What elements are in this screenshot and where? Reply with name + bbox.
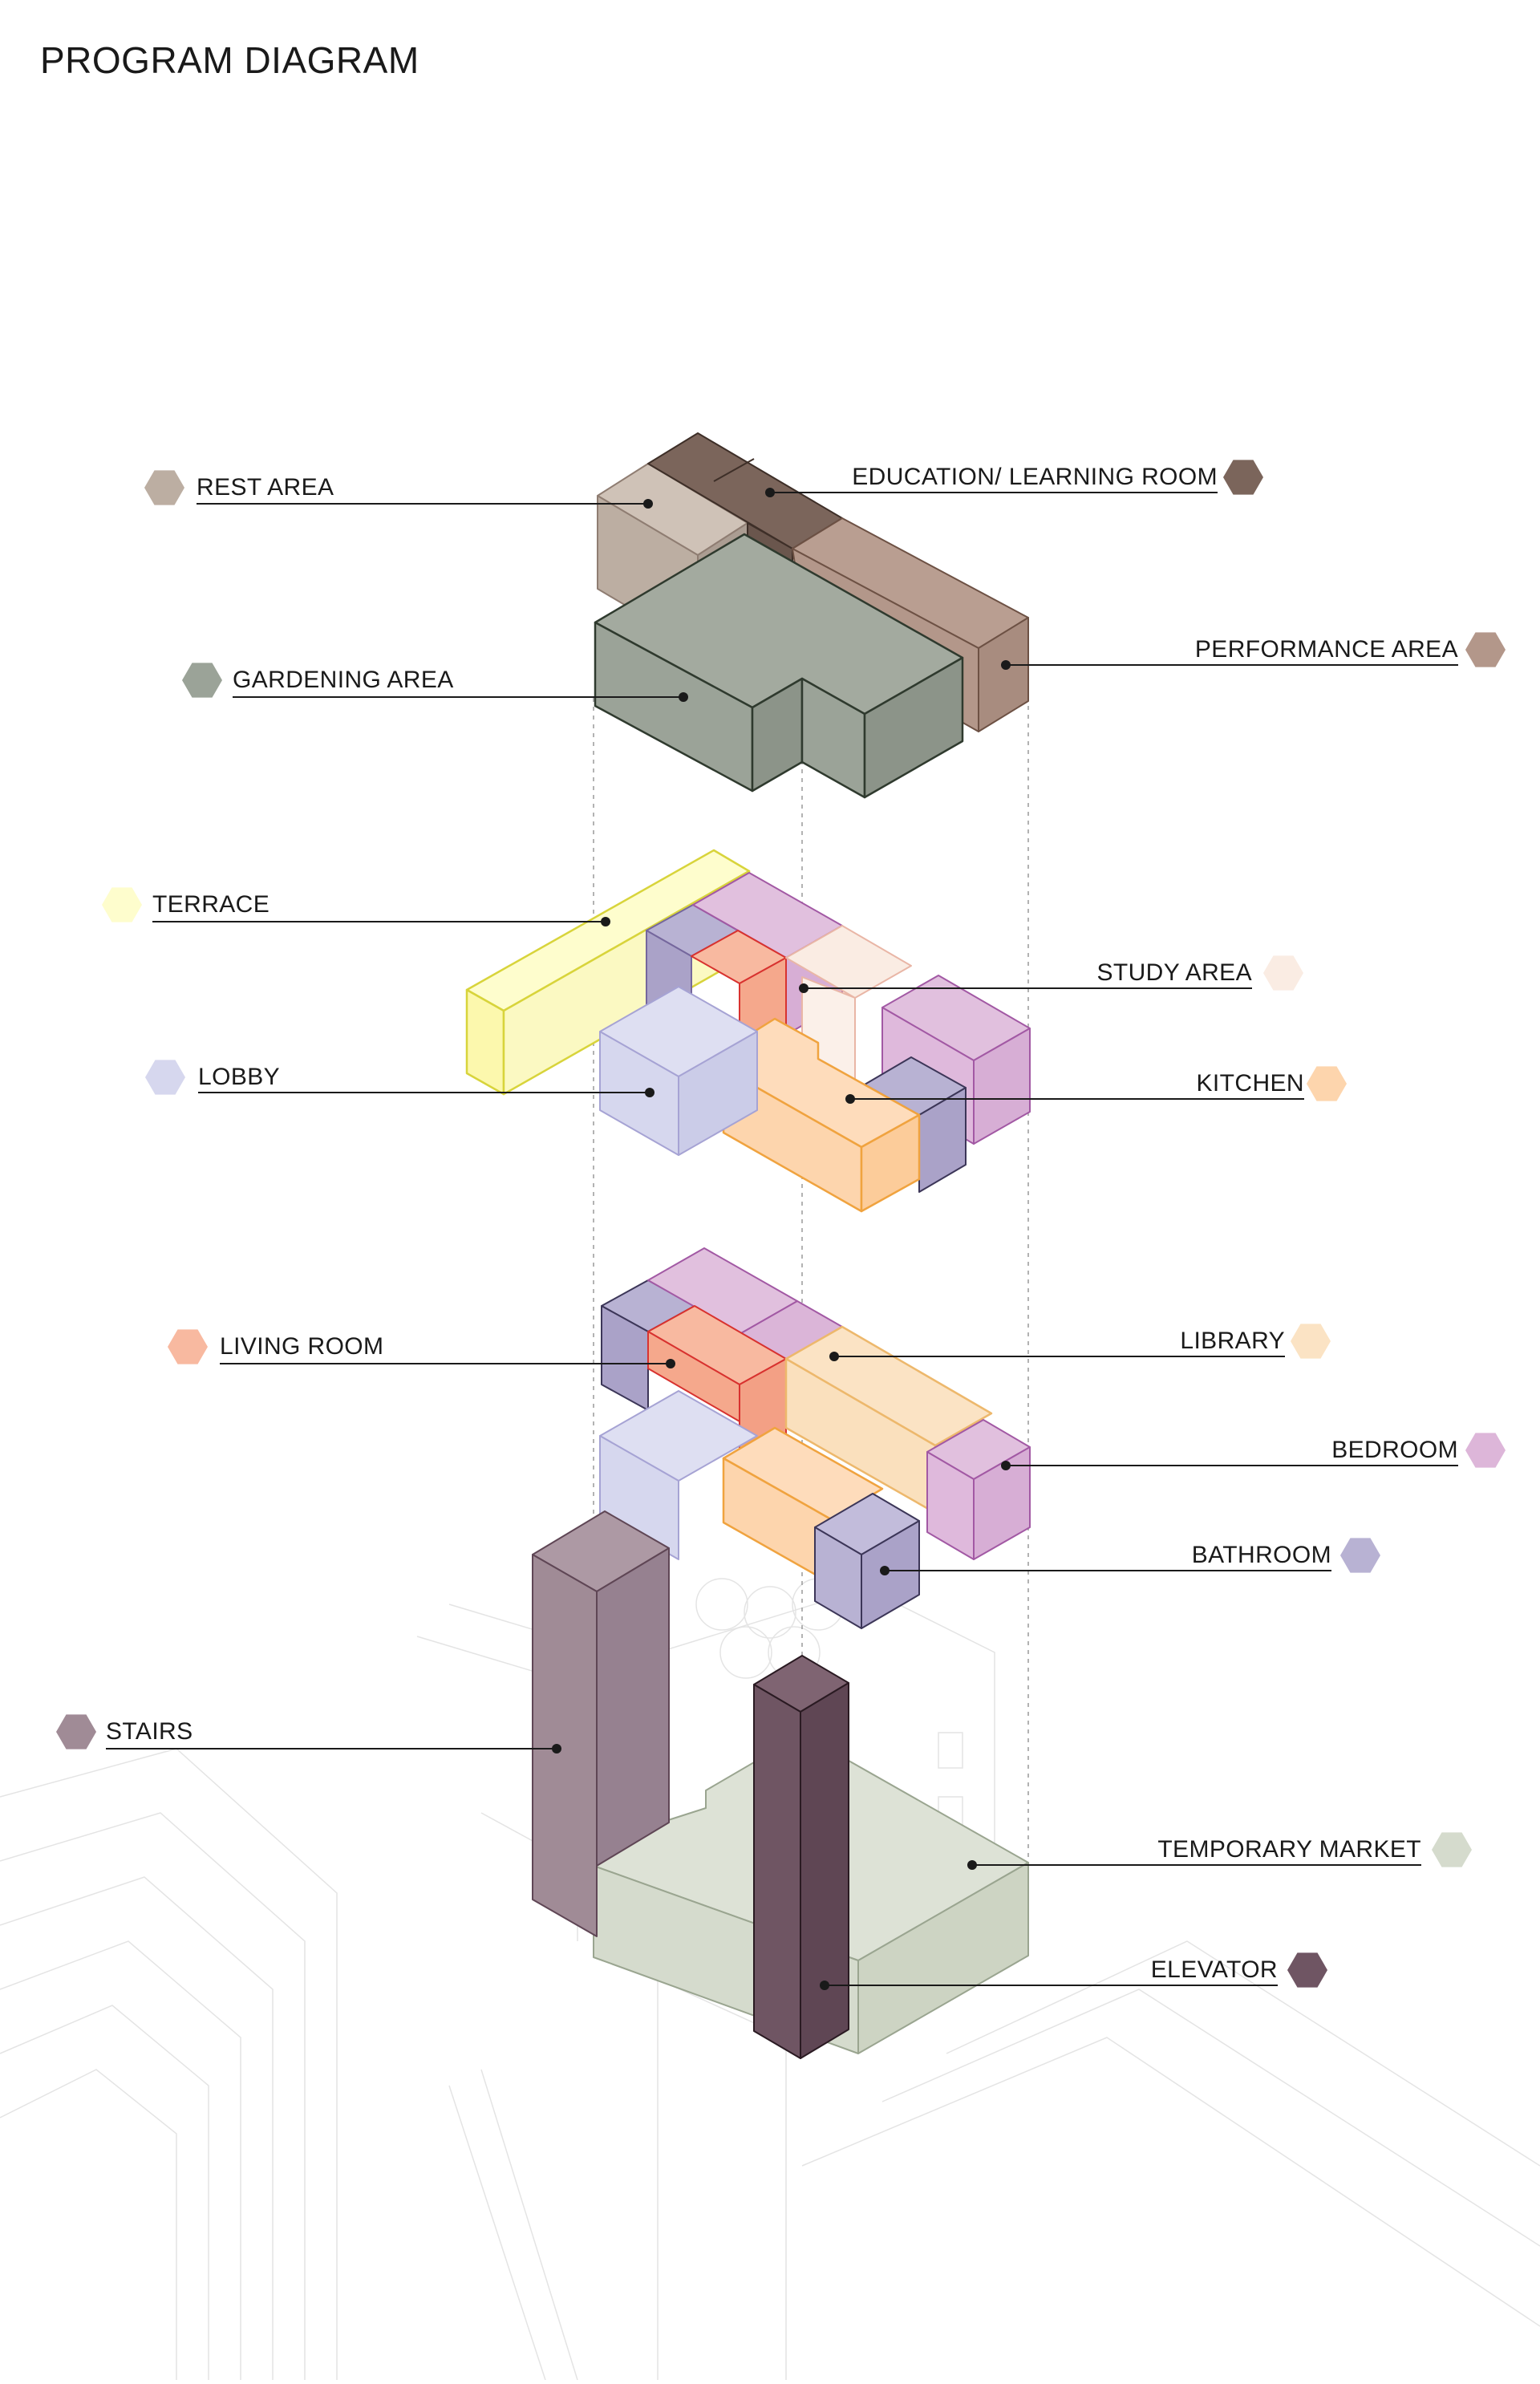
legend-item-terrace: TERRACE xyxy=(102,887,610,926)
legend-item-library: LIBRARY xyxy=(829,1324,1331,1361)
hexagon-swatch-icon xyxy=(182,663,222,698)
hexagon-swatch-icon xyxy=(168,1329,208,1364)
hexagon-swatch-icon xyxy=(144,470,184,505)
legend-label: BEDROOM xyxy=(1331,1437,1458,1463)
level-upper-floor xyxy=(465,849,1031,1213)
study-area-block xyxy=(785,925,912,999)
hexagon-swatch-icon xyxy=(1432,1832,1472,1867)
legend-label: STUDY AREA xyxy=(1096,959,1252,986)
legend-item-kitchen: KITCHEN xyxy=(845,1066,1347,1104)
leader-dot xyxy=(666,1359,675,1368)
level-roof xyxy=(594,432,1029,799)
leader-dot xyxy=(765,488,775,497)
leader-dot xyxy=(1001,660,1011,670)
legend-label: PERFORMANCE AREA xyxy=(1195,636,1458,663)
leader-dot xyxy=(679,692,688,702)
legend-item-stairs: STAIRS xyxy=(56,1714,561,1754)
legend-label: TERRACE xyxy=(152,891,270,918)
legend-item-bedroom: BEDROOM xyxy=(1001,1433,1506,1470)
hexagon-swatch-icon xyxy=(1465,632,1506,667)
leader-dot xyxy=(552,1744,561,1754)
legend-item-study: STUDY AREA xyxy=(799,955,1303,993)
legend-label: EDUCATION/ LEARNING ROOM xyxy=(852,464,1218,490)
legend-item-market: TEMPORARY MARKET xyxy=(967,1832,1472,1870)
leader-dot xyxy=(820,1981,829,1990)
hexagon-swatch-icon xyxy=(56,1714,96,1749)
leader-dot xyxy=(1001,1461,1011,1470)
legend-label: LIBRARY xyxy=(1180,1328,1285,1354)
legend-item-elevator: ELEVATOR xyxy=(820,1952,1327,1990)
legend-label: LIVING ROOM xyxy=(220,1333,383,1360)
hexagon-swatch-icon xyxy=(1287,1952,1327,1988)
hexagon-swatch-icon xyxy=(1307,1066,1347,1101)
legend-label: ELEVATOR xyxy=(1151,1956,1278,1983)
legend-label: REST AREA xyxy=(197,474,334,501)
leader-dot xyxy=(829,1352,839,1361)
legend-label: STAIRS xyxy=(106,1718,193,1745)
legend-item-bathroom: BATHROOM xyxy=(880,1538,1380,1575)
legend-label: TEMPORARY MARKET xyxy=(1157,1836,1421,1863)
level-ground-floor xyxy=(532,1510,1029,2059)
legend-label: BATHROOM xyxy=(1192,1542,1331,1568)
leader-dot xyxy=(967,1860,977,1870)
leader-dot xyxy=(643,499,653,509)
leader-dot xyxy=(880,1566,890,1575)
legend-item-rest-area: REST AREA xyxy=(144,470,653,509)
hexagon-swatch-icon xyxy=(145,1060,185,1095)
hexagon-swatch-icon xyxy=(102,887,142,922)
legend-item-lobby: LOBBY xyxy=(145,1060,654,1097)
legend-item-education: EDUCATION/ LEARNING ROOM xyxy=(765,460,1263,497)
hexagon-swatch-icon xyxy=(1340,1538,1380,1573)
legend-label: GARDENING AREA xyxy=(233,667,454,693)
leader-dot xyxy=(845,1094,855,1104)
hexagon-swatch-icon xyxy=(1291,1324,1331,1359)
hexagon-swatch-icon xyxy=(1223,460,1263,495)
legend-label: LOBBY xyxy=(198,1064,280,1090)
hexagon-swatch-icon xyxy=(1465,1433,1506,1468)
leader-dot xyxy=(601,917,610,926)
legend-item-gardening: GARDENING AREA xyxy=(182,663,688,702)
legend-label: KITCHEN xyxy=(1197,1070,1304,1097)
legend-item-living: LIVING ROOM xyxy=(168,1329,675,1368)
legend-item-performance: PERFORMANCE AREA xyxy=(1001,632,1506,670)
leader-dot xyxy=(799,983,808,993)
leader-dot xyxy=(645,1088,654,1097)
legend-layer: REST AREA EDUCATION/ LEARNING ROOM PERFORM… xyxy=(56,460,1506,1990)
hexagon-swatch-icon xyxy=(1263,955,1303,991)
page-title: PROGRAM DIAGRAM xyxy=(40,39,419,81)
